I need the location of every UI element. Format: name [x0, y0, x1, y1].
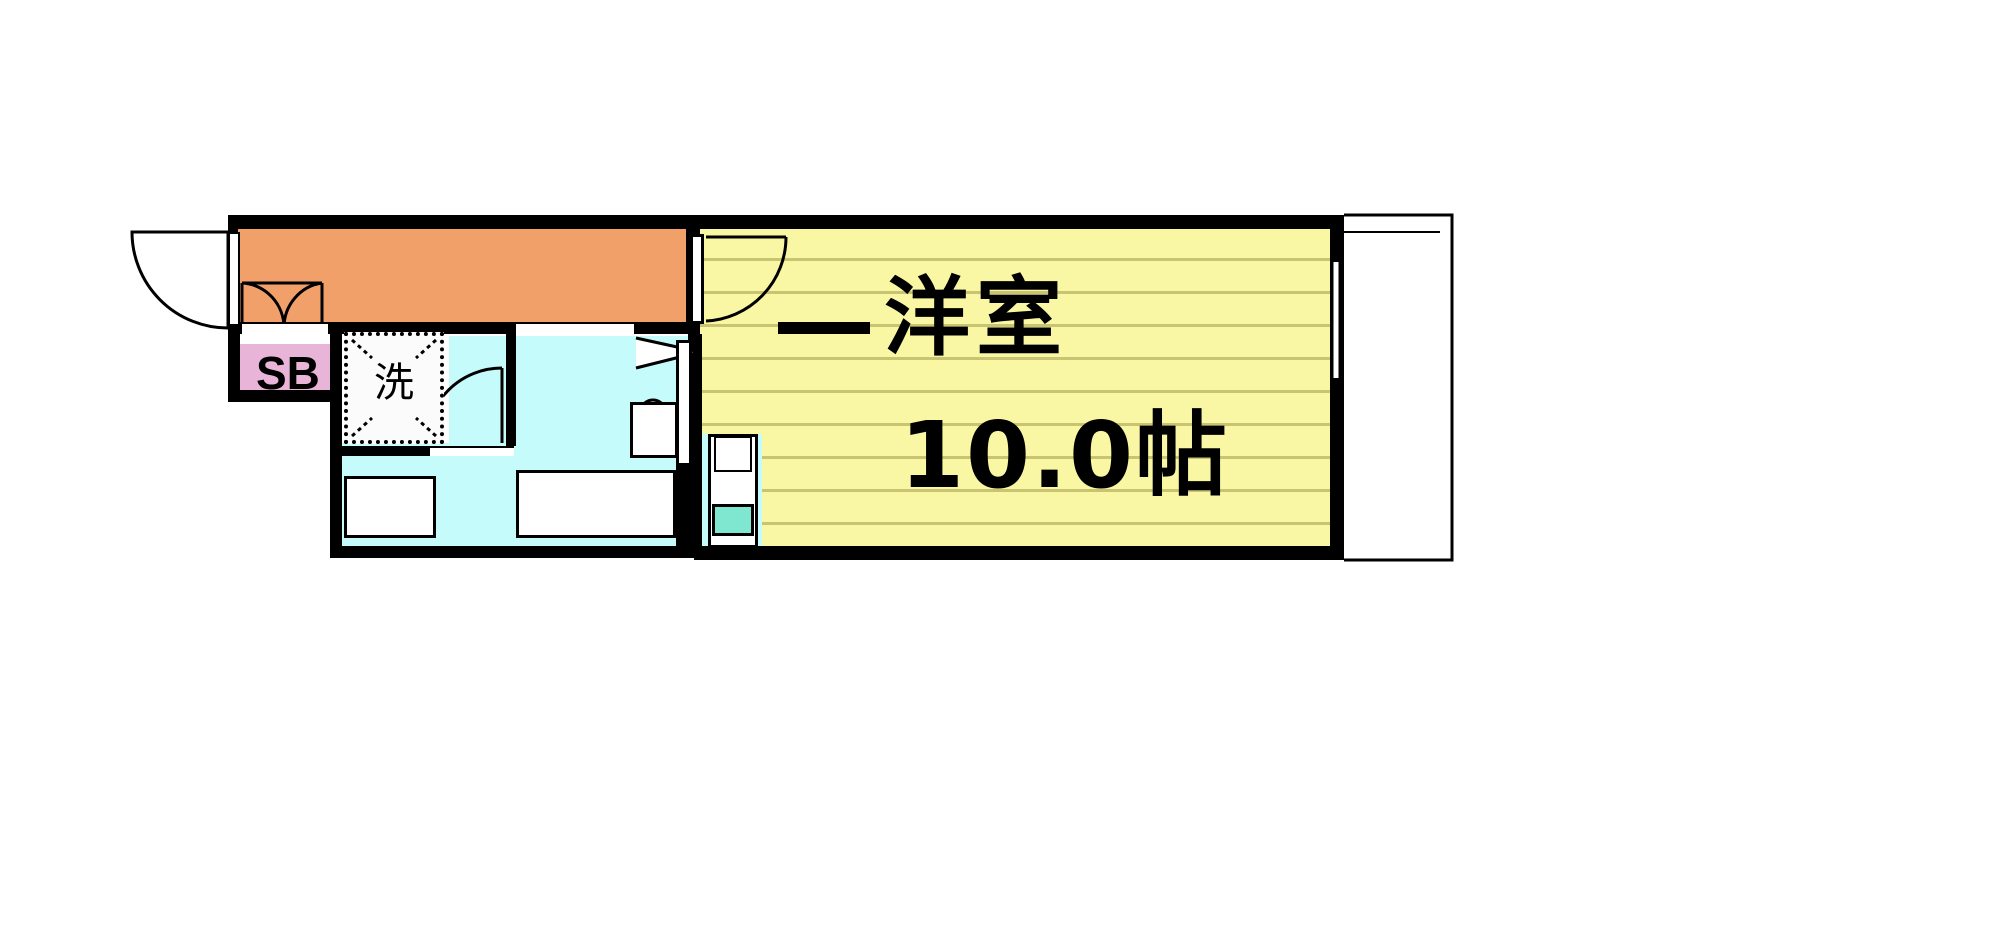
- floor-line: [700, 324, 1340, 327]
- shoe-box-left-wall: [228, 334, 240, 402]
- kitchen-wall-nub: [676, 466, 690, 558]
- main-room-name-label: 洋室: [884, 268, 1068, 368]
- toilet-bath-divider-wall: [336, 446, 514, 456]
- door-gap-bath: [516, 324, 634, 334]
- entrance-door-swing: [130, 230, 230, 330]
- stove-plate: [714, 436, 752, 472]
- shoe-box-right-wall: [330, 334, 342, 402]
- floor-line: [700, 357, 1340, 360]
- toilet-fixture: [344, 476, 436, 538]
- main-room-size-label: 10.0帖: [900, 402, 1229, 509]
- exterior-wall-right: [1330, 215, 1344, 560]
- exterior-wall-top: [228, 215, 1344, 229]
- bath-bottom-wall: [330, 546, 702, 558]
- room-door-wall-stub: [778, 322, 870, 334]
- kitchen-sink-basin: [712, 504, 754, 536]
- washroom-bath-divider-wall: [506, 334, 516, 446]
- floor-line: [700, 522, 1340, 525]
- floor-line: [700, 489, 1340, 492]
- entrance-door-frame[interactable]: [228, 232, 240, 326]
- floor-line: [700, 291, 1340, 294]
- floor-line: [700, 258, 1340, 261]
- entry-corridor-fill: [236, 228, 688, 328]
- shoe-box-label: SB: [256, 347, 320, 399]
- washer-label: 洗: [374, 360, 414, 406]
- shoe-box-fill: [240, 344, 330, 392]
- floor-line: [700, 390, 1340, 393]
- door-gap-wc: [430, 448, 514, 456]
- shoe-box-bottom-wall: [228, 390, 340, 402]
- door-gap-entry-corridor: [242, 324, 328, 334]
- bath-door-leaf[interactable]: [676, 340, 692, 466]
- main-room-door-leaf[interactable]: [690, 234, 704, 324]
- wash-basin-counter: [630, 402, 678, 458]
- main-room-fill: [700, 228, 1340, 558]
- balcony-outline: [1344, 213, 1454, 562]
- exterior-wall-bottom: [694, 546, 1344, 560]
- bath-left-wall: [330, 390, 342, 558]
- bathtub-fixture: [516, 470, 676, 538]
- floor-line: [700, 456, 1340, 459]
- floor-line: [700, 423, 1340, 426]
